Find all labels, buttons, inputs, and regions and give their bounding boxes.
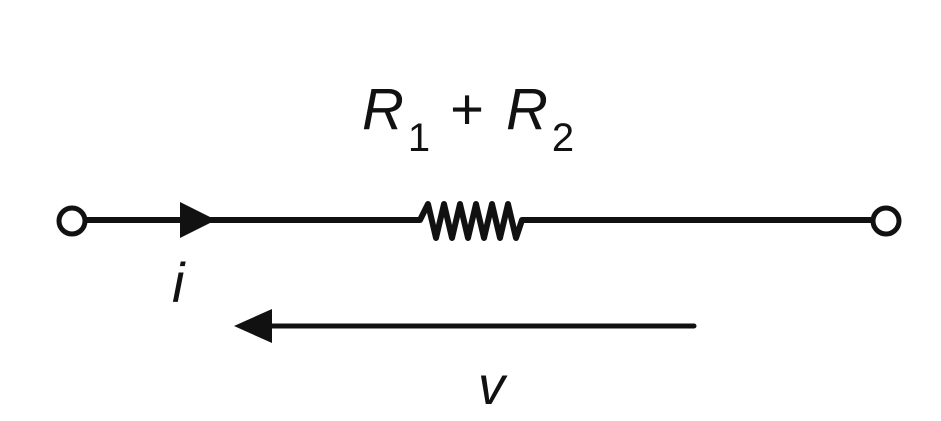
resistor-subscript-1: 1: [407, 116, 431, 160]
current-arrow-head: [180, 202, 216, 238]
voltage-arrow-head: [234, 309, 272, 343]
left-terminal[interactable]: [56, 205, 88, 237]
plus-operator: +: [450, 77, 485, 142]
current-label: i: [172, 251, 185, 314]
voltage-label: v: [478, 356, 505, 416]
resistor-zigzag: [417, 201, 525, 241]
resistor-symbol-1: R: [362, 77, 404, 142]
right-terminal[interactable]: [870, 205, 902, 237]
resistor-symbol-2: R: [506, 77, 548, 142]
resistor-subscript-2: 2: [551, 116, 575, 160]
